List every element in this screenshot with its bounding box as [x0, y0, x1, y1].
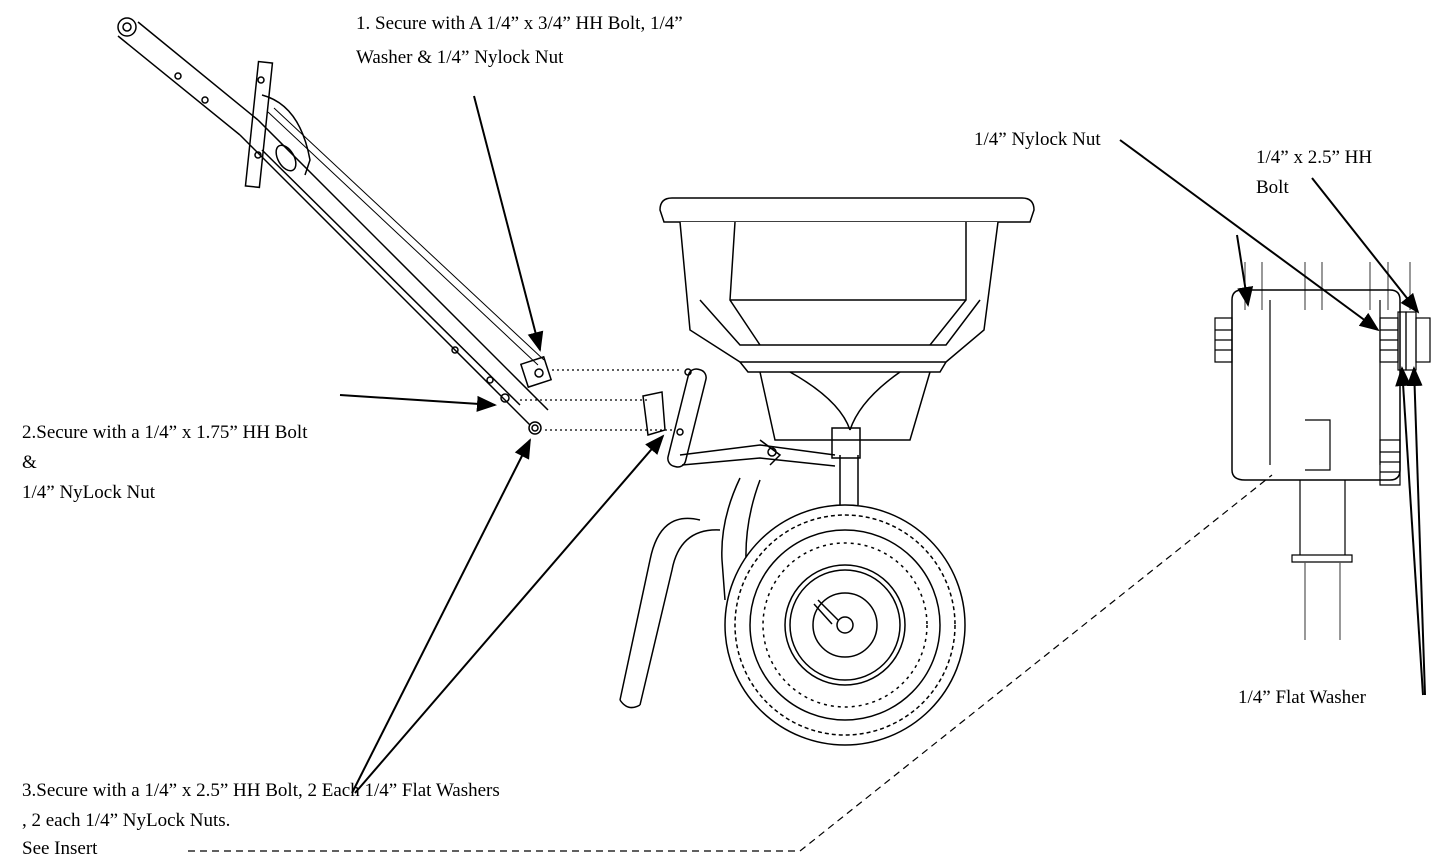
insert-flat-washer-label: 1/4” Flat Washer [1238, 687, 1366, 708]
step2-line1: 2.Secure with a 1/4” x 1.75” HH Bolt [22, 422, 308, 443]
step2-line3: 1/4” NyLock Nut [22, 482, 155, 503]
insert-bolt-label-line2: Bolt [1256, 177, 1289, 198]
spreader [619, 197, 1035, 746]
step3-line3: See Insert [22, 838, 98, 859]
step1-line2: Washer & 1/4” Nylock Nut [356, 47, 564, 68]
leader-arrows [339, 95, 1426, 794]
alignment-lines [520, 369, 682, 431]
insert-detail [1214, 262, 1431, 640]
insert-nylock-nut-label: 1/4” Nylock Nut [974, 129, 1101, 150]
step3-line2: , 2 each 1/4” NyLock Nuts. [22, 810, 231, 831]
step1-line1: 1. Secure with A 1/4” x 3/4” HH Bolt, 1/… [356, 13, 683, 34]
step2-line2: & [22, 452, 37, 473]
insert-bolt-label-line1: 1/4” x 2.5” HH [1256, 147, 1373, 168]
handle [117, 17, 553, 435]
see-insert-leader [188, 474, 1273, 852]
step3-line1: 3.Secure with a 1/4” x 2.5” HH Bolt, 2 E… [22, 780, 500, 801]
